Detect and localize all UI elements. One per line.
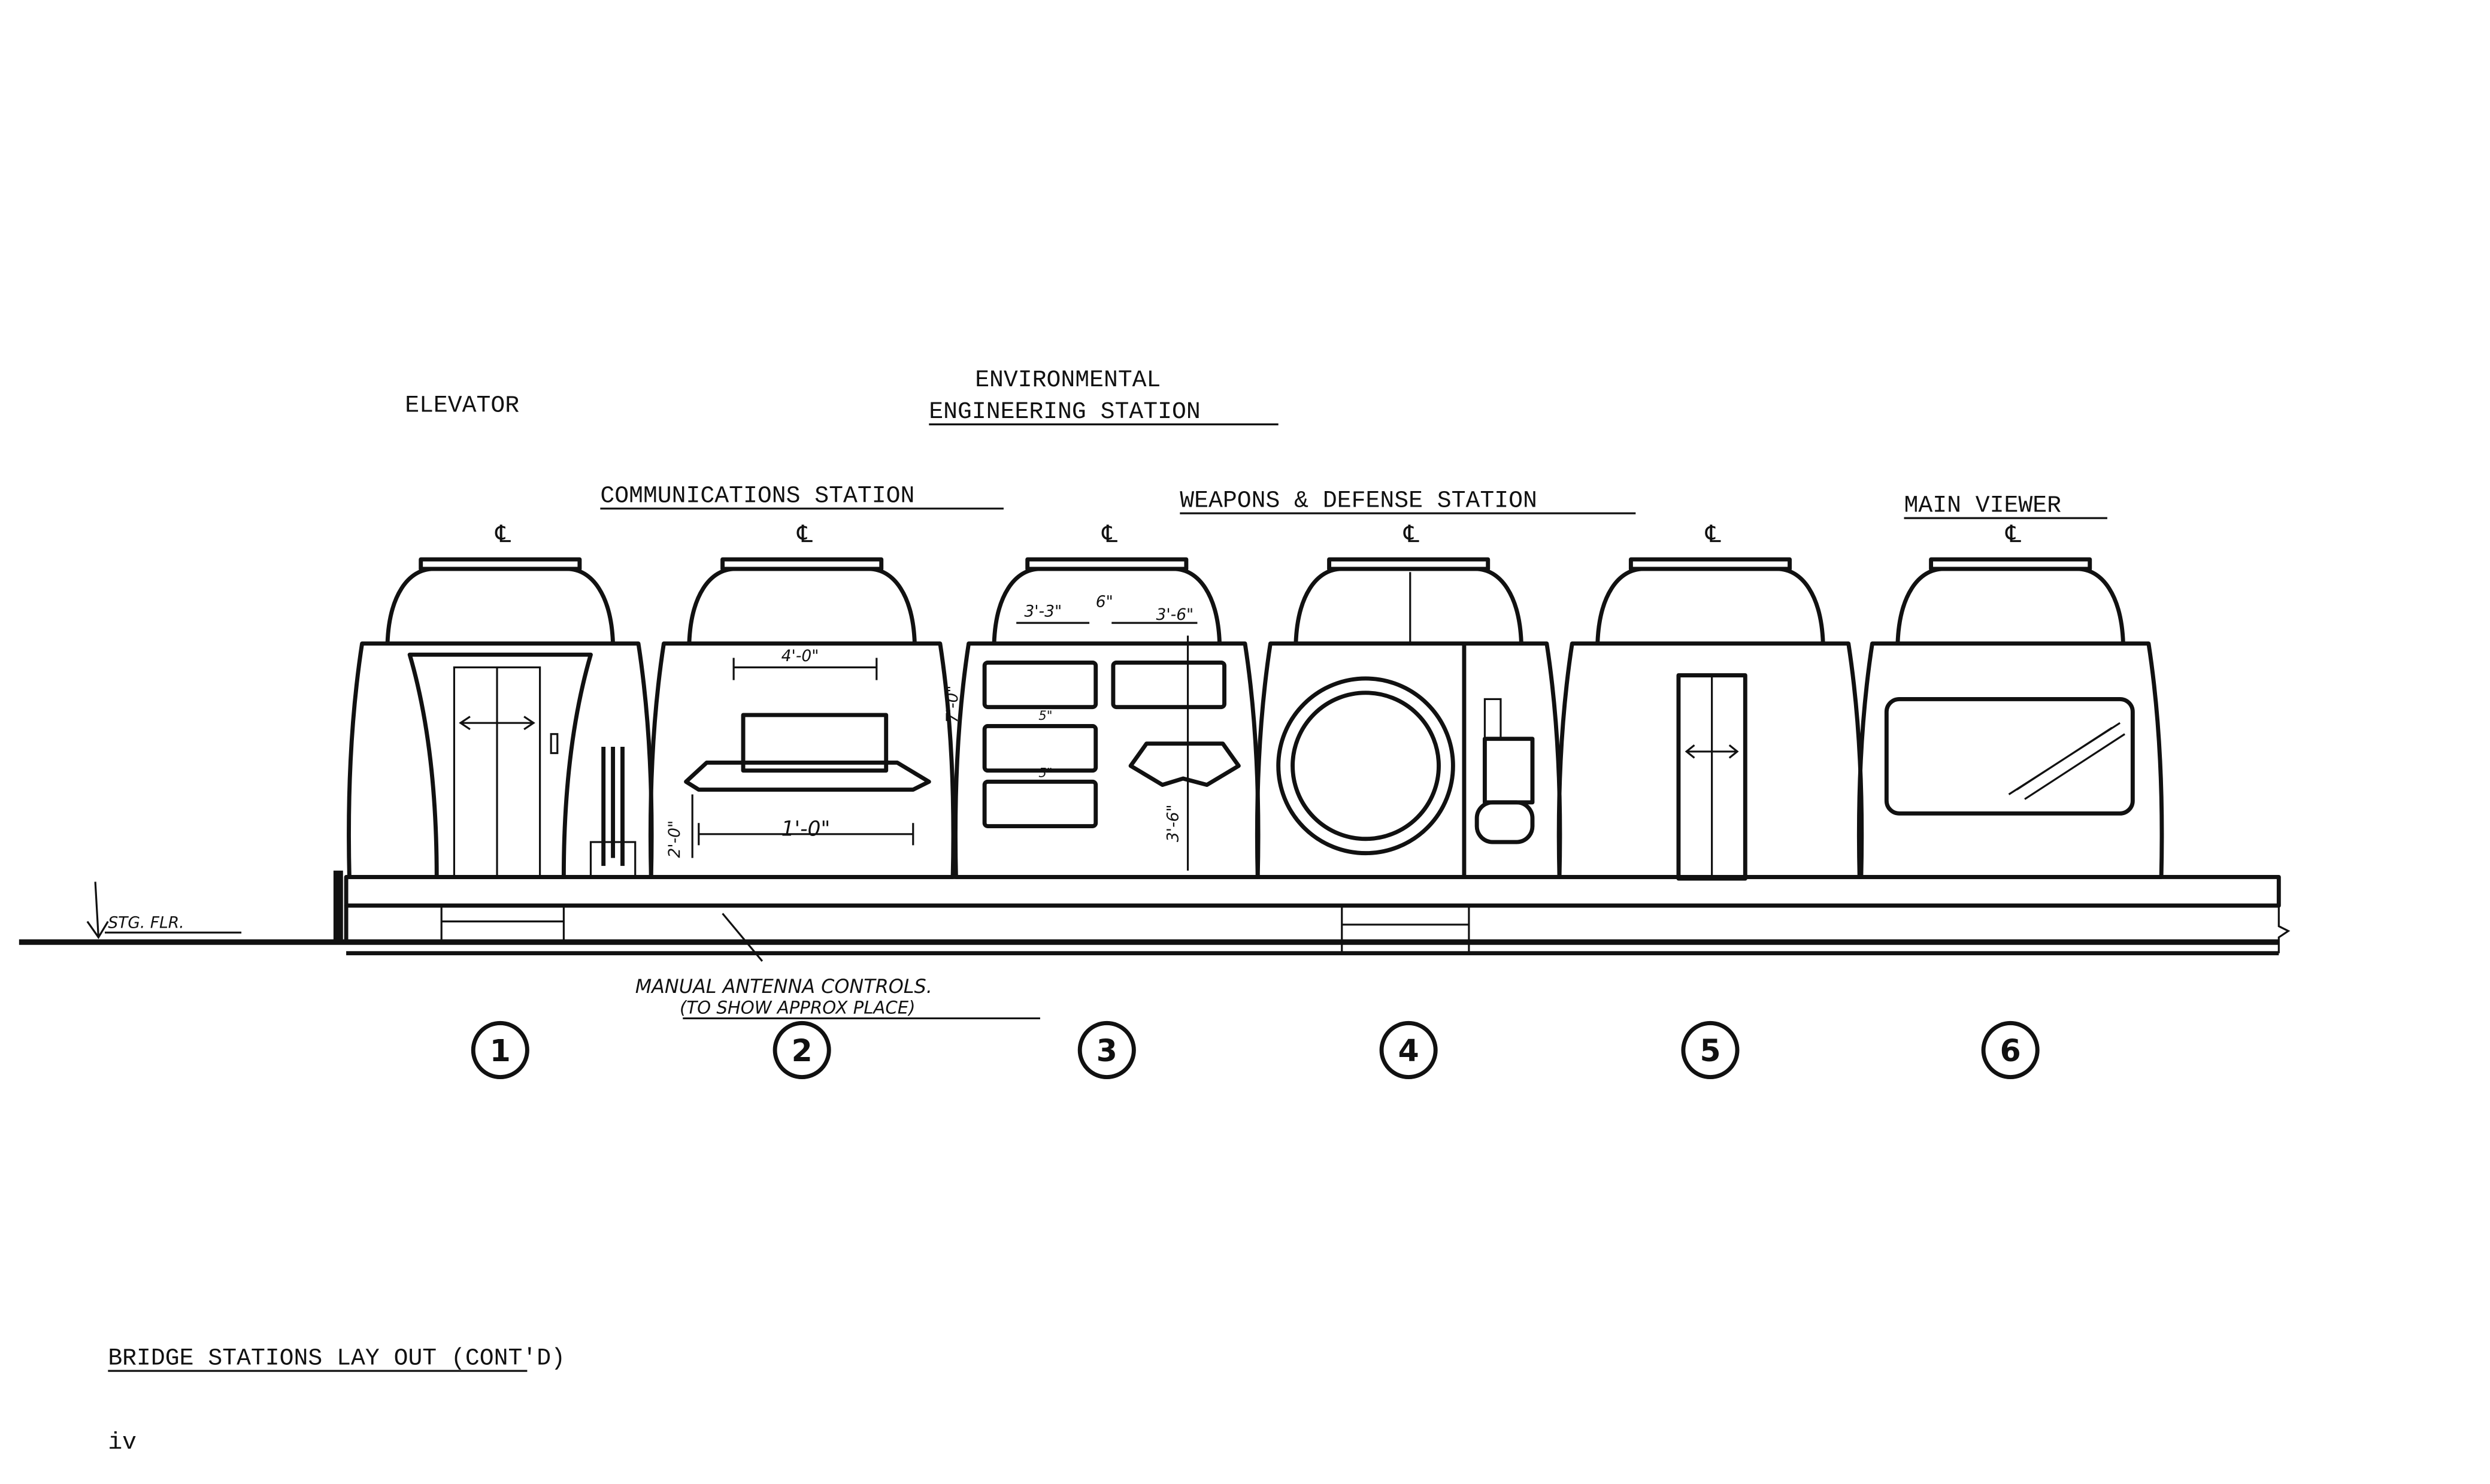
station-dome	[1294, 567, 1523, 644]
dim-comm-width: 4'-0"	[781, 647, 819, 665]
label-stage-floor: STG. FLR.	[108, 913, 184, 932]
dim-comm-console: 1'-0"	[781, 817, 831, 841]
station-4	[1255, 557, 1562, 879]
station-body	[1556, 641, 1864, 879]
dim-env-console: 3'-6"	[1164, 804, 1183, 842]
elevator-doors	[407, 652, 637, 879]
weapons-viewscreen	[1276, 572, 1535, 877]
page-number: iv	[108, 1429, 137, 1456]
number-circle	[1681, 1020, 1740, 1079]
dome-cap	[1327, 557, 1491, 571]
station-number-6: 6	[1981, 1020, 2040, 1079]
station-5-doors	[1676, 673, 1747, 881]
centerline-mark: ℄	[1101, 522, 1117, 549]
number-circle	[471, 1020, 529, 1079]
centerline-mark: ℄	[495, 522, 511, 549]
station-body	[1856, 641, 2164, 879]
centerline-mark: ℄	[1705, 522, 1721, 549]
label-weapons-defense-station: WEAPONS & DEFENSE STATION	[1180, 487, 1537, 514]
number-circle	[773, 1020, 831, 1079]
dim-comm-height: 2'-0"	[665, 820, 684, 858]
station-dome	[1595, 567, 1825, 644]
station-dome	[1895, 567, 2125, 644]
dome-cap	[1929, 557, 2092, 571]
station-body	[953, 641, 1261, 879]
caption: BRIDGE STATIONS LAY OUT (CONT'D)	[108, 1345, 565, 1372]
station-dome	[385, 567, 616, 644]
number-circle	[1379, 1020, 1438, 1079]
environmental-panels	[982, 622, 1241, 871]
station-6	[1856, 557, 2164, 879]
station-number-label: 3	[1096, 1033, 1117, 1068]
station-number-4: 4	[1379, 1020, 1438, 1079]
dome-cap	[419, 557, 582, 571]
centerline-mark: ℄	[2005, 522, 2021, 549]
communications-console	[684, 658, 931, 858]
label-main-viewer: MAIN VIEWER	[1904, 492, 2061, 519]
label-environmental: ENVIRONMENTAL	[975, 367, 1161, 393]
antenna-leader	[722, 913, 764, 962]
dim-env-space-2: 5"	[1038, 765, 1052, 780]
station-body	[648, 641, 956, 879]
platform	[19, 870, 2291, 956]
station-number-1: 1	[471, 1020, 529, 1079]
station-number-label: 4	[1398, 1033, 1419, 1068]
floor-level-marker	[86, 882, 109, 940]
dim-env-left: 3'-3"	[1024, 602, 1062, 621]
dim-env-space-1: 5"	[1038, 708, 1052, 723]
note-approx-place: (TO SHOW APPROX PLACE)	[680, 997, 916, 1017]
label-engineering-station: ENGINEERING STATION	[929, 398, 1200, 425]
dim-env-right: 3'-6"	[1156, 605, 1194, 624]
dim-env-height: 7'-0"	[943, 685, 962, 723]
note-manual-antenna-controls: MANUAL ANTENNA CONTROLS.	[635, 975, 932, 998]
station-5	[1556, 557, 1864, 879]
station-number-label: 2	[792, 1033, 813, 1068]
station-number-2: 2	[773, 1020, 831, 1079]
number-circle	[1077, 1020, 1136, 1079]
station-dome	[687, 567, 917, 644]
label-elevator: ELEVATOR	[405, 392, 519, 419]
label-communications-station: COMMUNICATIONS STATION	[600, 483, 914, 510]
centerline-mark: ℄	[796, 522, 813, 549]
number-circle	[1981, 1020, 2040, 1079]
station-number-label: 6	[2000, 1033, 2021, 1068]
station-number-3: 3	[1077, 1020, 1136, 1079]
dim-env-gap: 6"	[1096, 593, 1113, 611]
dome-cap	[1025, 557, 1189, 571]
main-viewer-screen	[1884, 696, 2135, 816]
dome-cap	[720, 557, 884, 571]
station-1	[347, 557, 654, 879]
dome-cap	[1628, 557, 1792, 571]
station-number-5: 5	[1681, 1020, 1740, 1079]
station-number-label: 5	[1700, 1033, 1720, 1068]
station-number-label: 1	[490, 1033, 511, 1068]
centerline-mark: ℄	[1403, 522, 1419, 549]
